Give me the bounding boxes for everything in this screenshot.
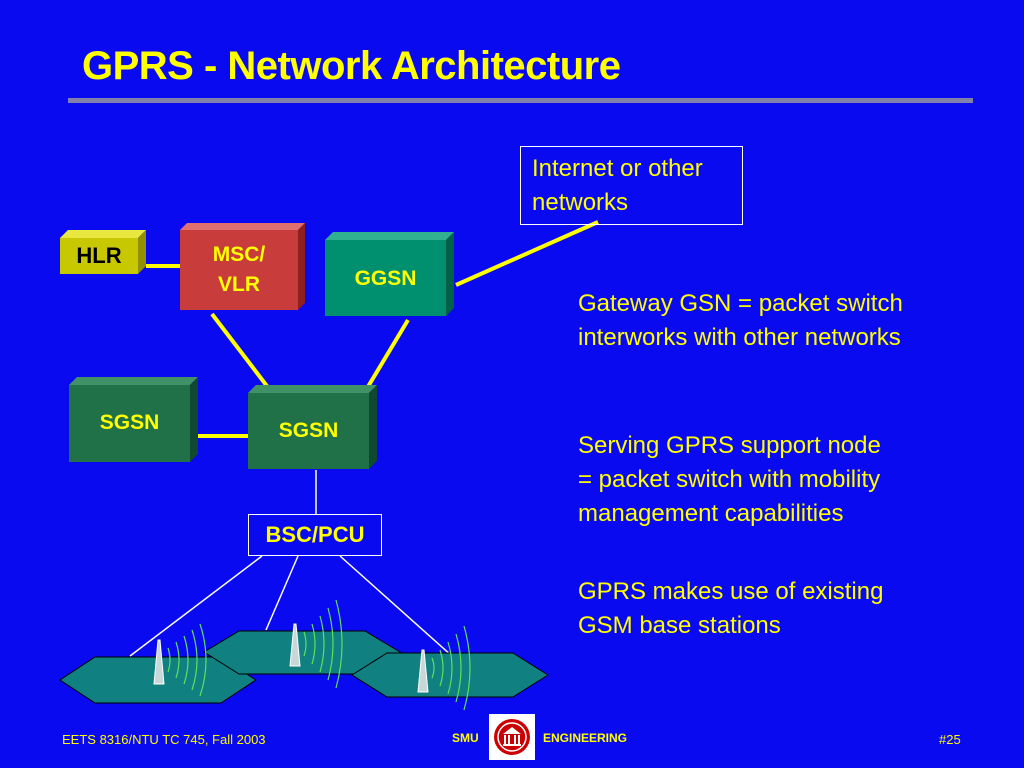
- sgsn-center-label: SGSN: [278, 419, 339, 442]
- base-station-left: [153, 623, 207, 697]
- ggsn-desc-line2: interworks with other networks: [578, 324, 901, 351]
- slide-title: GPRS - Network Architecture: [82, 44, 621, 88]
- gsm-cell-right: [351, 652, 549, 698]
- ggsn-label: GGSN: [354, 267, 417, 290]
- bsc-bts3-link: [339, 555, 453, 657]
- bsc-bts1-link: [129, 555, 263, 657]
- gsm-cell-center: [203, 630, 401, 675]
- internet-label-line1: Internet or other: [532, 155, 703, 182]
- sgsn-desc-line3: management capabilities: [578, 500, 844, 527]
- sgsn-desc-line1: Serving GPRS support node: [578, 432, 881, 459]
- base-station-center: [289, 599, 343, 689]
- hlr-label: HLR: [76, 243, 122, 268]
- sgsn-center-node: [248, 385, 377, 469]
- msc-label-line1: MSC/: [212, 243, 266, 266]
- bts-desc-line1: GPRS makes use of existing: [578, 578, 884, 605]
- bts-desc-line2: GSM base stations: [578, 612, 781, 639]
- bsc-bts2-link: [265, 555, 299, 631]
- footer-engineering: ENGINEERING: [543, 731, 628, 745]
- sgsn-left-label: SGSN: [99, 411, 160, 434]
- sgsn-left-node: [69, 377, 198, 462]
- msc-label-line2: VLR: [218, 273, 260, 296]
- bsc-pcu-box: BSC/PCU: [248, 514, 382, 556]
- base-station-right: [417, 625, 471, 711]
- footer-smu: SMU: [452, 731, 479, 745]
- ggsn-node: [325, 232, 454, 316]
- smu-logo-icon: [489, 714, 535, 760]
- internet-box: Internet or other networks: [520, 146, 743, 225]
- ggsn-desc-line1: Gateway GSN = packet switch: [578, 290, 903, 317]
- footer-course: EETS 8316/NTU TC 745, Fall 2003: [62, 732, 266, 747]
- hlr-node: [60, 230, 146, 274]
- msc-vlr-node: [180, 223, 305, 310]
- footer-page-number: #25: [939, 732, 961, 747]
- sgsn-desc-line2: = packet switch with mobility: [578, 466, 881, 493]
- ggsn-internet-link: [455, 220, 599, 287]
- title-rule: [68, 98, 973, 103]
- msc-sgsn-link: [210, 312, 272, 392]
- ggsn-sgsn-link: [364, 318, 410, 392]
- internet-label-line2: networks: [532, 189, 629, 216]
